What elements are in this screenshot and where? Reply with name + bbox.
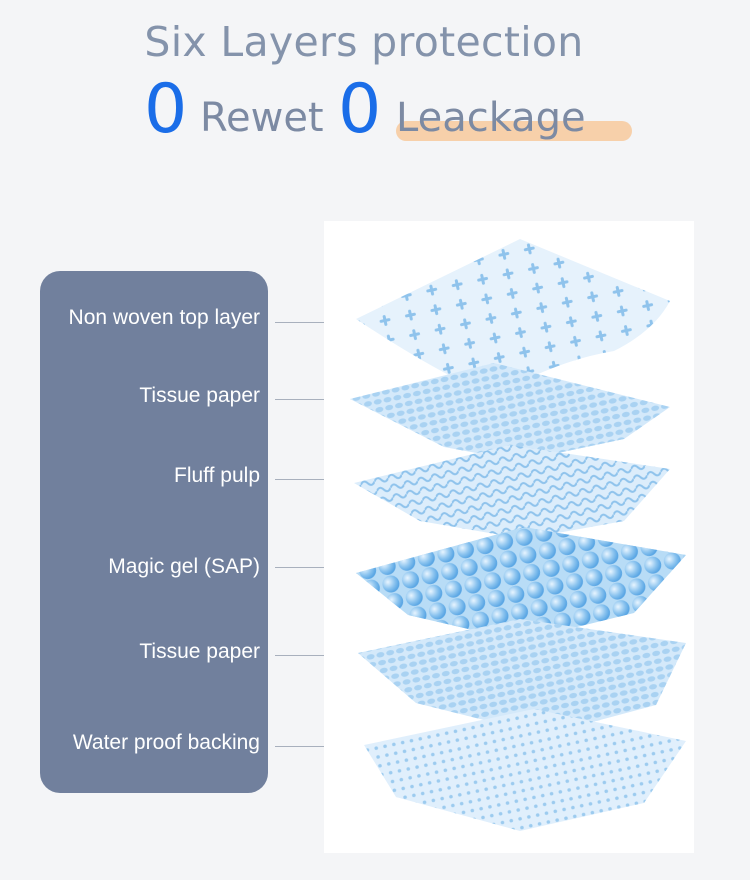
highlight-underline <box>396 121 632 141</box>
leader-line <box>275 567 335 568</box>
backing-layer-shape <box>364 709 686 831</box>
leader-line <box>275 746 335 747</box>
layer-label-waterproof-backing: Water proof backing <box>72 731 260 754</box>
zero-rewet-number: 0 <box>144 70 188 149</box>
leader-line <box>275 322 335 323</box>
layer-label-magic-gel: Magic gel (SAP) <box>108 555 260 578</box>
layer-label-tissue-paper-1: Tissue paper <box>139 384 260 407</box>
tagline: 0 Rewet 0 Leackage <box>140 70 660 150</box>
layer-label-tissue-paper-2: Tissue paper <box>139 640 260 663</box>
zero-leakage-number: 0 <box>338 70 382 149</box>
leakage-label: Leackage <box>396 95 586 141</box>
nonwoven-layer-shape <box>356 239 670 397</box>
layers-illustration <box>324 221 694 853</box>
fluff-pulp-layer-shape <box>354 445 670 539</box>
leader-line <box>275 479 335 480</box>
sap-gel-layer-shape <box>356 527 686 641</box>
leader-line <box>275 655 335 656</box>
layer-label-fluff-pulp: Fluff pulp <box>174 464 260 487</box>
leader-line <box>275 399 335 400</box>
layer-label-top-layer: Non woven top layer <box>68 306 260 329</box>
layer-labels-panel <box>40 271 268 793</box>
rewet-label: Rewet <box>200 95 324 141</box>
tissue-layer-shape-2 <box>358 619 686 735</box>
page-title: Six Layers protection <box>144 18 584 66</box>
tissue-layer-shape <box>350 363 670 461</box>
